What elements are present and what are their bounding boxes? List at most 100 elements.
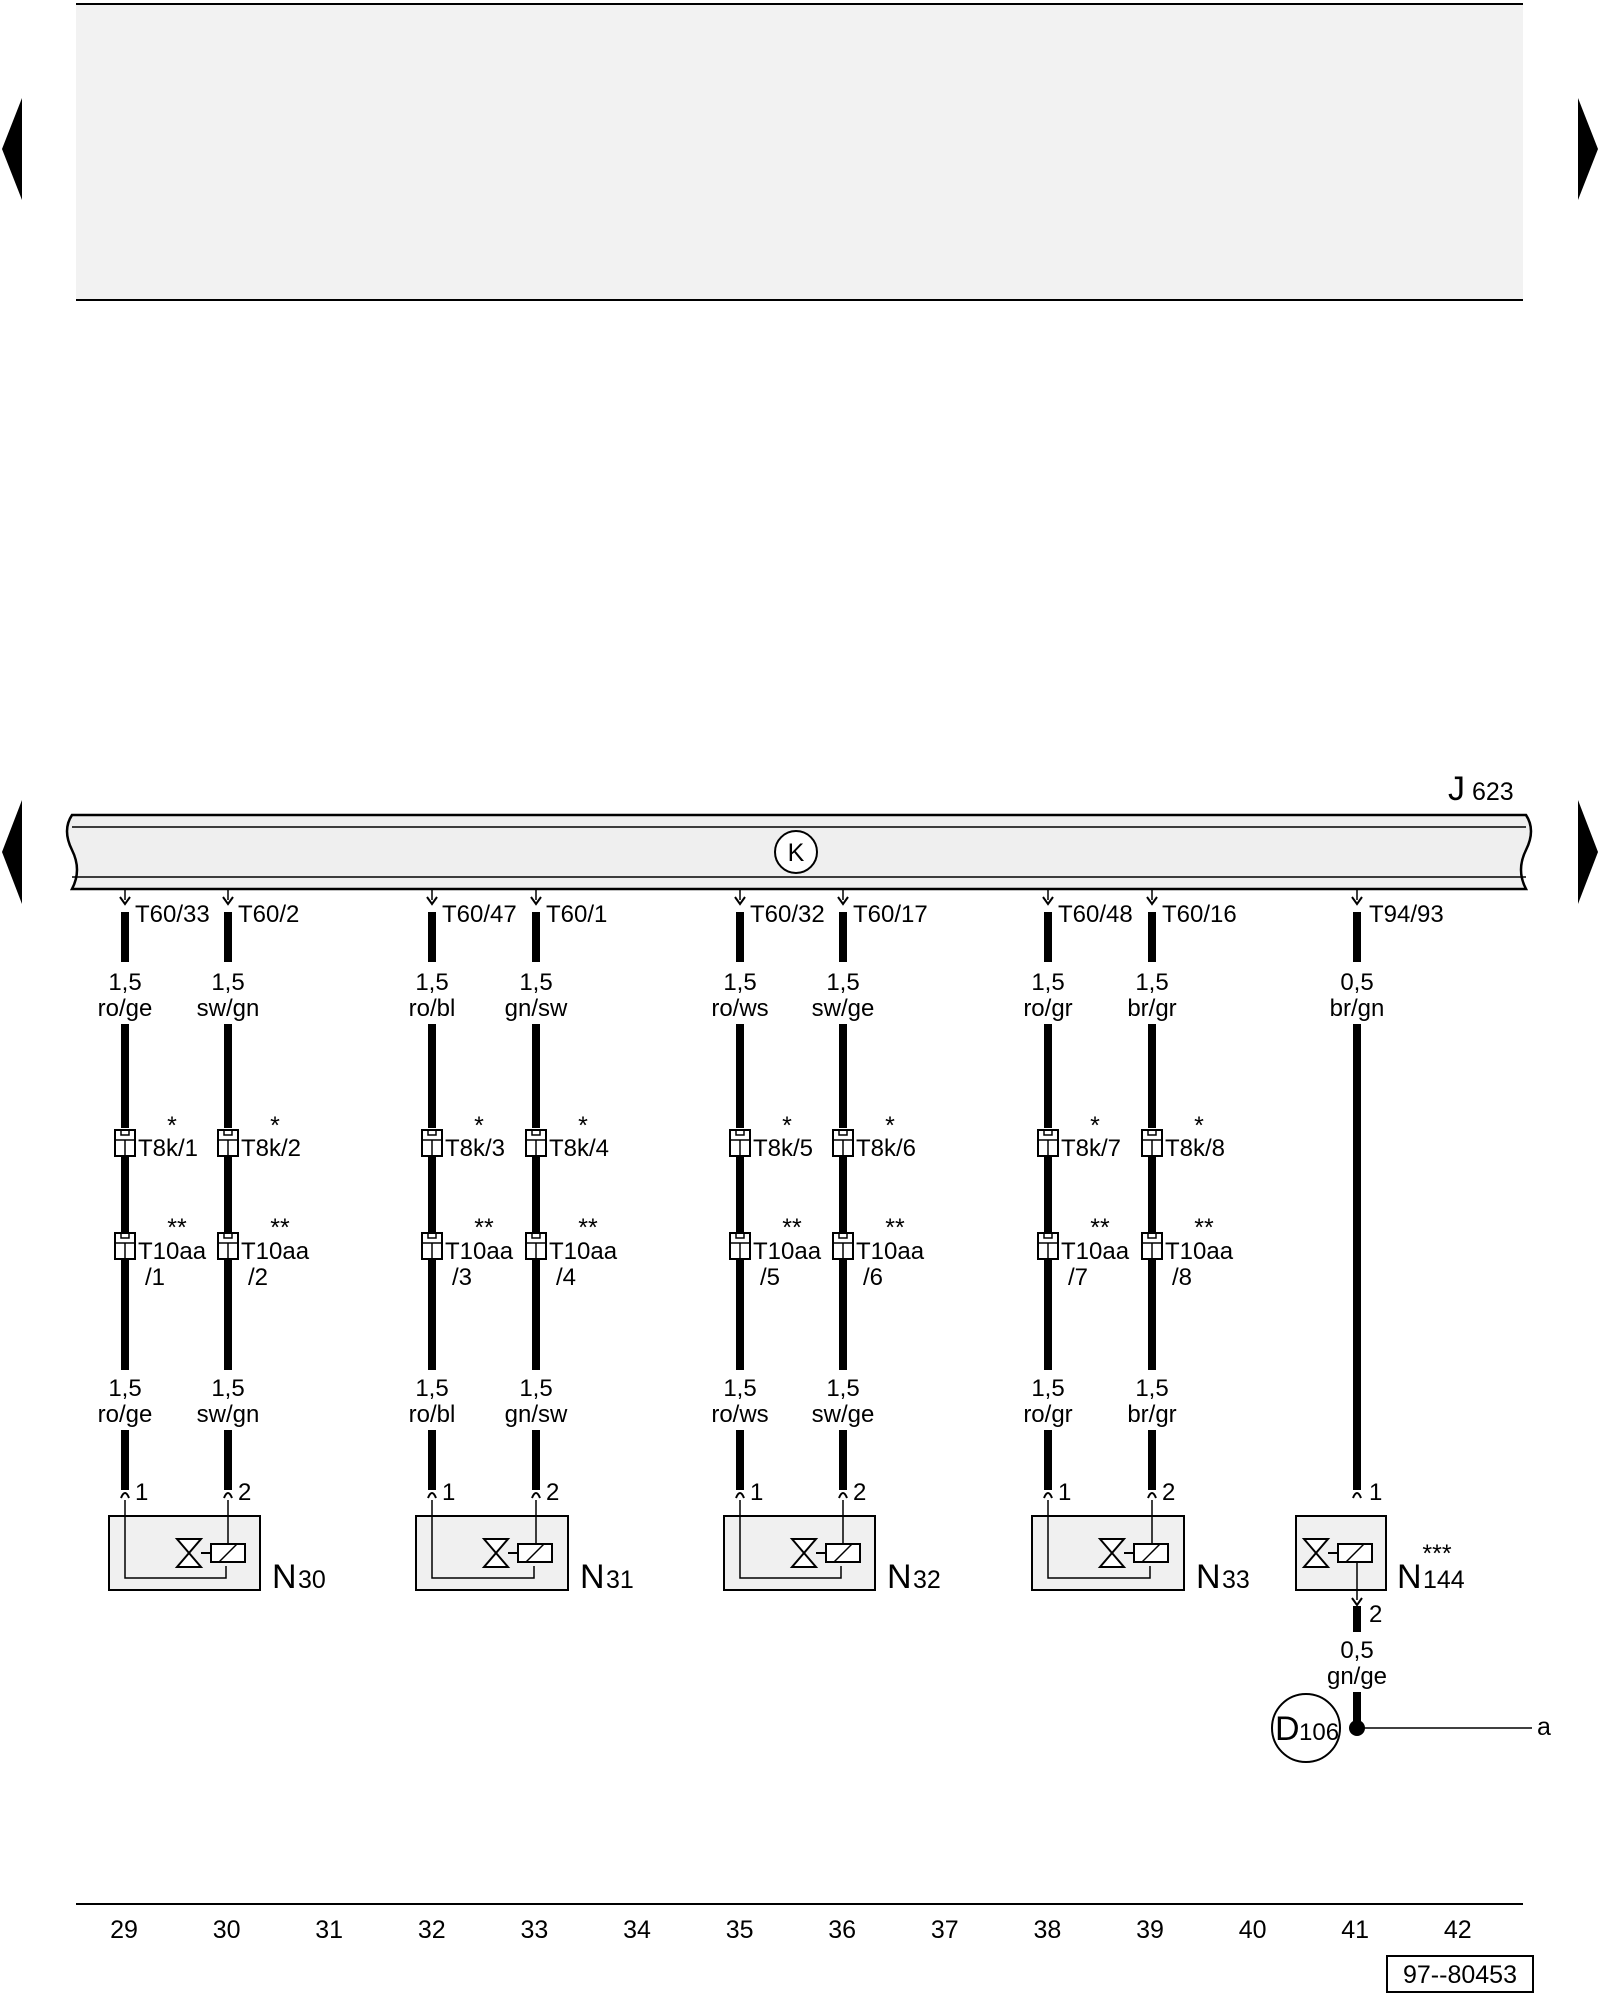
wire-3-1-c2-label: T10aa [1165,1238,1234,1265]
footer-number: 39 [1136,1916,1164,1944]
wire-3-1-pin-label: T60/16 [1162,901,1237,928]
device-2-internal-wire-a [739,1500,842,1579]
wire-2-0-color-top: ro/ws [711,995,768,1022]
wire-2-0-size-bottom: 1,5 [723,1375,756,1402]
wire-1-1-star2: ** [578,1214,598,1242]
footer-number: 30 [213,1916,241,1944]
device-0-valve-icon [174,1538,204,1568]
wire-2-0-connector-t8k-inner [730,1130,750,1156]
wire-1-1-connector-t8k-inner [526,1130,546,1156]
wire-0-0-c2-label: T10aa [138,1238,207,1265]
wire-3-1-size-bottom: 1,5 [1135,1375,1168,1402]
wire-2-0-c2-pin-label: /5 [760,1264,780,1291]
wire-3-1-color-top: br/gr [1127,995,1176,1022]
wire-0-0-connector-t10aa-inner [115,1233,135,1259]
wire-1-0-connector-t8k-inner [422,1130,442,1156]
device-3-label-number: 33 [1222,1566,1250,1594]
device-0-label-number: 30 [298,1566,326,1594]
wire-1-1-c2-pin-label: /4 [556,1264,576,1291]
wire-3-0-size-bottom: 1,5 [1031,1375,1064,1402]
wire-2-1-size-top: 1,5 [826,969,859,996]
wire-3-0-pin-arrow-icon [1042,896,1054,906]
wire-0-1-connector-t8k-inner [218,1130,238,1156]
device-0-internal-wire-a [124,1500,227,1579]
single-size-top: 0,5 [1340,969,1373,996]
component-label-number: 623 [1472,778,1514,806]
single-device-label-letter: N [1397,1558,1422,1596]
single-terminal-icon [1352,1492,1362,1499]
device-1-label-letter: N [580,1558,605,1596]
footer-number: 36 [828,1916,856,1944]
single-out-color: gn/ge [1327,1663,1387,1690]
prev-page-arrow-icon[interactable] [2,98,22,200]
prev-section-arrow-icon[interactable] [2,800,22,904]
wire-3-1-connector-t10aa-inner [1142,1233,1162,1259]
wire-1-0-c1-label: T8k/3 [445,1135,505,1162]
wire-1-0-end-pin: 1 [442,1479,455,1506]
wire-2-1-connector-t8k-inner [833,1130,853,1156]
wire-1-0-star: * [474,1112,484,1140]
wire-3-0-end-pin: 1 [1058,1479,1071,1506]
wire-3-0-c2-pin-label: /7 [1068,1264,1088,1291]
wire-0-0-c2-pin-label: /1 [145,1264,165,1291]
component-label-letter: J [1448,770,1465,808]
wire-2-1-color-top: sw/ge [812,995,875,1022]
wire-1-0-c2-label: T10aa [445,1238,514,1265]
wire-3-0-star: * [1090,1112,1100,1140]
wire-1-0-pin-label: T60/47 [442,901,517,928]
wire-1-0-color-top: ro/bl [409,995,456,1022]
footer-number: 41 [1341,1916,1369,1944]
wire-2-0-connector-t10aa-inner [730,1233,750,1259]
wire-2-1-pin-arrow-icon [837,896,849,906]
wire-0-0-connector-t8k-inner [115,1130,135,1156]
doc-code: 97--80453 [1403,1961,1517,1989]
wire-2-0-star: * [782,1112,792,1140]
wire-0-1-end-pin: 2 [238,1479,251,1506]
next-page-arrow-icon[interactable] [1578,98,1598,200]
wire-0-0-color-bottom: ro/ge [98,1401,153,1428]
wire-0-1-pin-arrow-icon [222,896,234,906]
wire-0-0-size-top: 1,5 [108,969,141,996]
footer-number: 32 [418,1916,446,1944]
wire-2-0-terminal-icon [735,1492,745,1499]
wire-2-0-star2: ** [782,1214,802,1242]
wire-0-0-pin-arrow-icon [119,896,131,906]
footer-number: 40 [1239,1916,1267,1944]
footer-number: 35 [726,1916,754,1944]
wire-2-1-pin-label: T60/17 [853,901,928,928]
single-device-label-number: 144 [1423,1566,1465,1594]
wire-3-1-end-pin: 2 [1162,1479,1175,1506]
wire-1-1-color-top: gn/sw [505,995,568,1022]
device-2-label-number: 32 [913,1566,941,1594]
wire-2-0-c2-label: T10aa [753,1238,822,1265]
wire-2-0-pin-arrow-icon [734,896,746,906]
wire-1-0-c2-pin-label: /3 [452,1264,472,1291]
wire-0-1-size-top: 1,5 [211,969,244,996]
splice-label-number: 106 [1299,1719,1339,1746]
wire-2-1-star: * [885,1112,895,1140]
wire-0-1-color-bottom: sw/gn [197,1401,260,1428]
device-2-valve-icon [789,1538,819,1568]
wire-2-1-size-bottom: 1,5 [826,1375,859,1402]
wire-3-0-c1-label: T8k/7 [1061,1135,1121,1162]
wire-3-0-connector-t8k-inner [1038,1130,1058,1156]
wire-3-0-pin-label: T60/48 [1058,901,1133,928]
wire-0-0-end-pin: 1 [135,1479,148,1506]
wire-2-1-terminal-icon [838,1492,848,1499]
wire-0-0-terminal-icon [120,1492,130,1499]
next-section-arrow-icon[interactable] [1578,800,1598,904]
splice-ref-label: a [1537,1713,1551,1741]
wire-1-0-color-bottom: ro/bl [409,1401,456,1428]
single-pin-arrow-icon [1351,896,1363,906]
wire-0-1-star2: ** [270,1214,290,1242]
wire-1-0-star2: ** [474,1214,494,1242]
device-1-valve-icon [481,1538,511,1568]
wire-1-1-c1-label: T8k/4 [549,1135,609,1162]
footer-number: 29 [110,1916,138,1944]
device-3-coil-diag [1141,1543,1161,1563]
wire-3-1-star2: ** [1194,1214,1214,1242]
wire-3-0-color-bottom: ro/gr [1023,1401,1072,1428]
wire-2-1-c2-label: T10aa [856,1238,925,1265]
